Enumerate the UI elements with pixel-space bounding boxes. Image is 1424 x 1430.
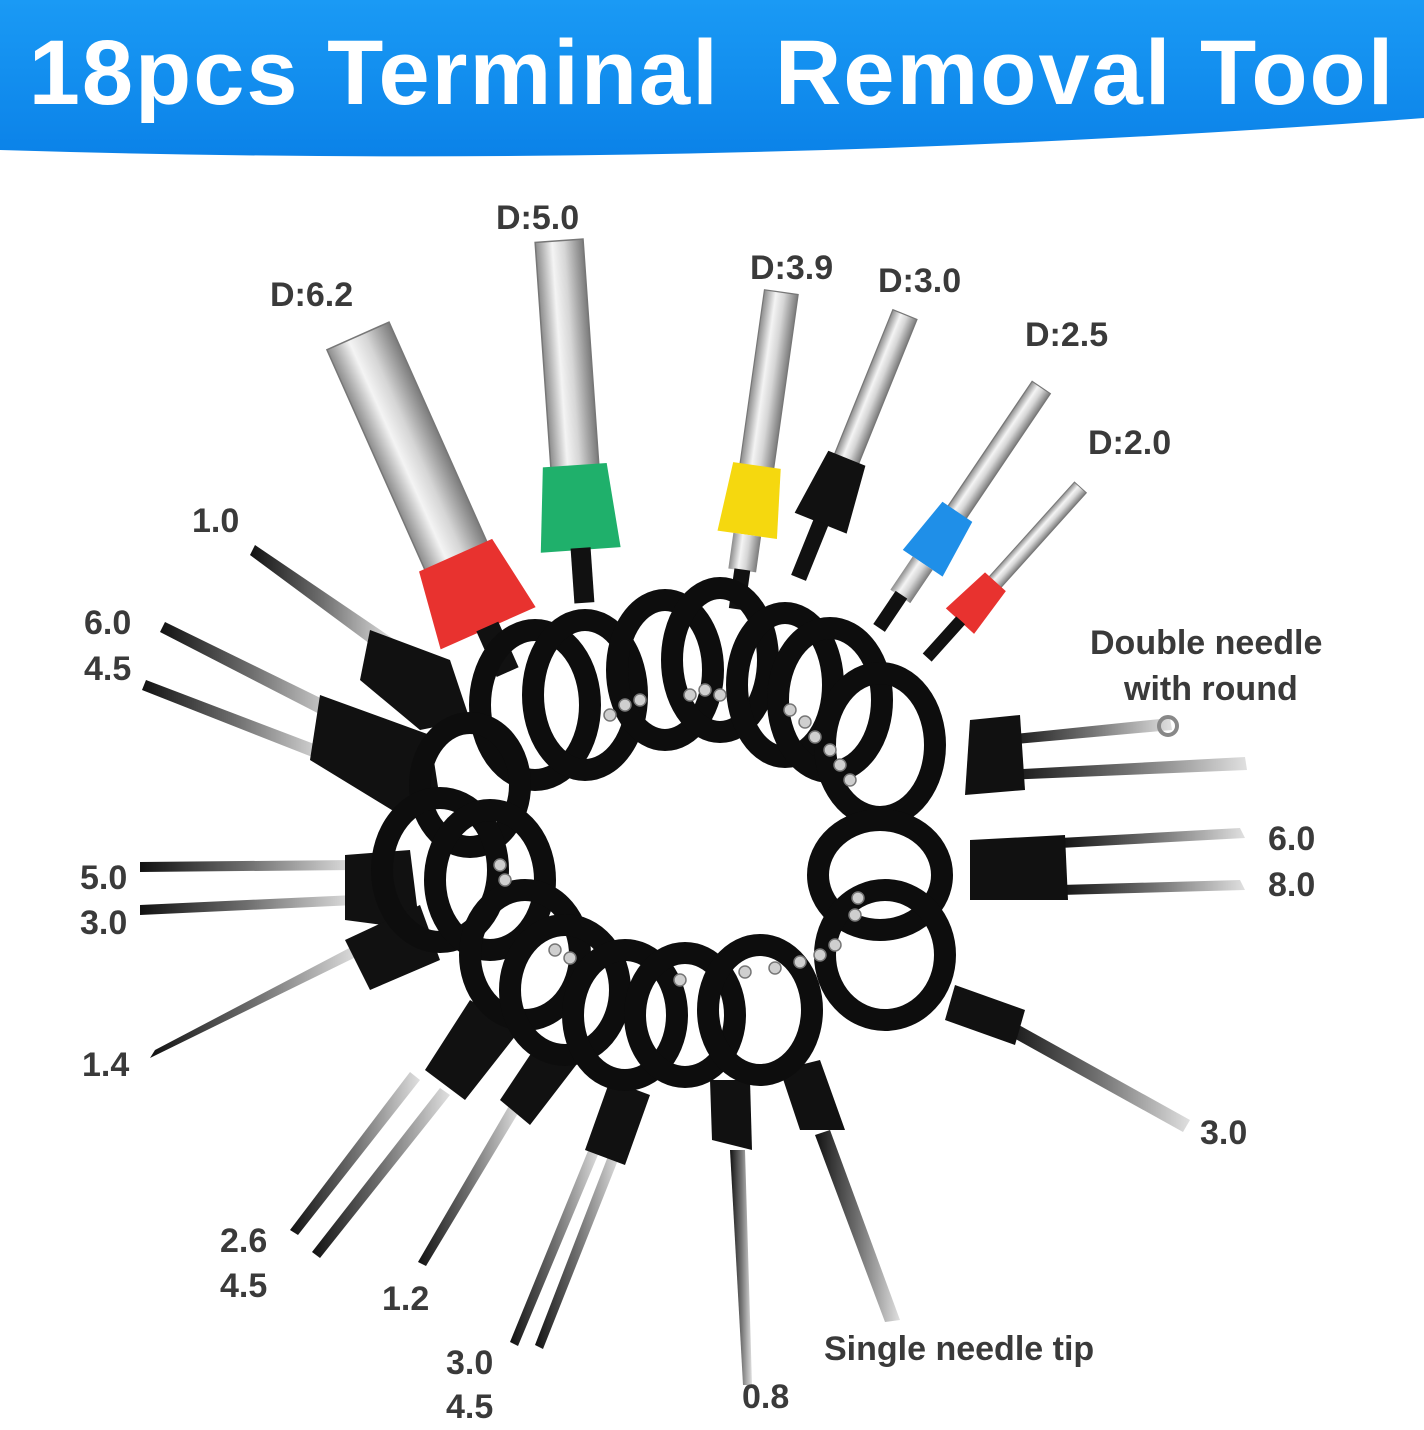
label-3-0-left: 3.0 [80, 904, 128, 942]
label-3-0-bottom: 3.0 [446, 1344, 494, 1382]
banner-background [0, 0, 1424, 157]
fork-tool-3-0-4-5 [510, 1080, 650, 1349]
label-1-0: 1.0 [192, 502, 240, 540]
label-single-needle-tip: Single needle tip [824, 1330, 1095, 1368]
page-title: 18pcs Terminal Removal Tool [28, 22, 1396, 124]
blade-tool-3-0-right [945, 985, 1190, 1132]
label-d-6-2: D:6.2 [270, 276, 354, 314]
label-6-0-left: 6.0 [84, 604, 132, 642]
label-d-3-9: D:3.9 [750, 249, 834, 287]
label-4-5-bottom-a: 4.5 [220, 1267, 268, 1305]
round-double-needle-tool [965, 715, 1247, 795]
label-1-2: 1.2 [382, 1280, 430, 1318]
label-4-5-bottom-b: 4.5 [446, 1388, 494, 1426]
label-d-2-0: D:2.0 [1088, 424, 1172, 462]
label-double-needle: Double needle [1090, 624, 1323, 662]
label-d-2-5: D:2.5 [1025, 316, 1109, 354]
fork-tool-6-0-8-0 [970, 828, 1245, 900]
label-d-5-0: D:5.0 [496, 199, 580, 237]
pin-tool-5-0 [534, 238, 621, 604]
title-banner: 18pcs Terminal Removal Tool [0, 0, 1424, 170]
label-5-0: 5.0 [80, 859, 128, 897]
blade-tool-single-needle [780, 1060, 900, 1322]
label-1-4: 1.4 [82, 1046, 130, 1084]
fork-tool-6-0-4-5 [142, 622, 440, 815]
bead-chain [493, 683, 865, 987]
label-8-0: 8.0 [1268, 866, 1316, 904]
label-d-3-0: D:3.0 [878, 262, 962, 300]
pin-tool-2-0 [922, 481, 1088, 662]
label-0-8: 0.8 [742, 1378, 790, 1416]
label-6-0-right: 6.0 [1268, 820, 1316, 858]
label-4-5-left: 4.5 [84, 650, 132, 688]
label-3-0-right: 3.0 [1200, 1114, 1248, 1152]
fork-tool-2-6-4-5 [290, 1000, 520, 1258]
label-2-6: 2.6 [220, 1222, 268, 1260]
pin-tool-2-5 [873, 380, 1052, 632]
blade-tool-1-0 [250, 545, 470, 730]
label-with-round: with round [1124, 670, 1298, 708]
pin-tool-3-9 [717, 289, 799, 611]
pin-tool-3-0 [791, 308, 918, 581]
blade-tool-0-8 [710, 1080, 752, 1385]
